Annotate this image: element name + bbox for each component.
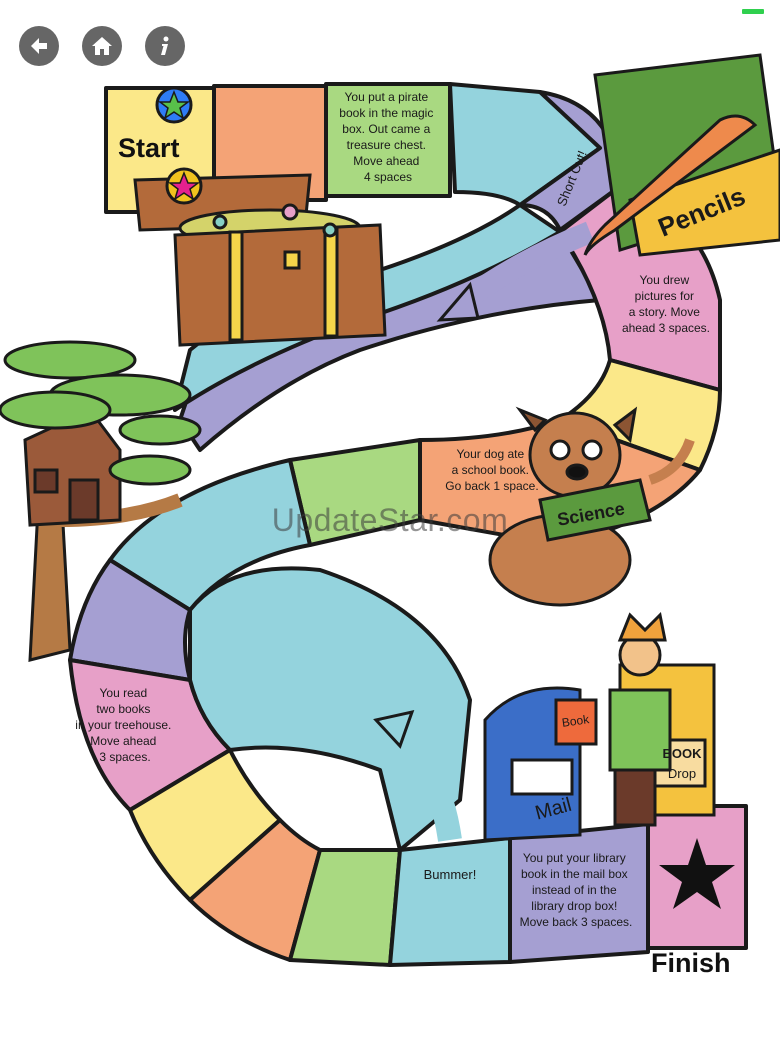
- space-pirate: [324, 82, 452, 198]
- shortcut-arrow-head: [436, 281, 480, 322]
- book-drop-label-2: Drop: [668, 766, 696, 781]
- info-icon: [161, 36, 169, 55]
- dog-illustration: [488, 406, 695, 607]
- shortcut-arrow: [458, 221, 595, 309]
- blue-player-token[interactable]: [155, 86, 193, 124]
- book-label: Book: [561, 712, 591, 730]
- magenta-player-token[interactable]: [165, 167, 203, 205]
- treasure-chest-illustration: [133, 173, 387, 347]
- treehouse-illustration: [0, 340, 202, 662]
- bummer-arrow-head: [373, 709, 415, 749]
- back-button[interactable]: [19, 26, 59, 66]
- back-arrow-icon: [31, 38, 47, 54]
- space-library-text: You put your library book in the mail bo…: [520, 851, 633, 929]
- space-drew-text: You drew pictures for a story. Move ahea…: [622, 273, 710, 335]
- bummer-label: Bummer!: [424, 867, 477, 882]
- space-pirate-text: You put a pirate book in the magic box. …: [339, 90, 436, 184]
- space-bummer: [388, 836, 512, 967]
- finish-star-icon: [659, 838, 735, 909]
- inner-blue-band: [188, 566, 472, 852]
- space-mid-green: [288, 438, 422, 547]
- mailbox-kid-illustration: [483, 611, 716, 842]
- space-library: [508, 822, 650, 964]
- finish-label: Finish: [651, 948, 731, 978]
- battery-indicator: [742, 9, 764, 14]
- pencils-box-illustration: [583, 53, 780, 257]
- space-treehouse-text: You read two books in your treehouse. Mo…: [75, 686, 174, 764]
- bummer-arrow: [391, 725, 462, 842]
- space-dog-text: Your dog ate a school book. Go back 1 sp…: [445, 447, 538, 493]
- info-button[interactable]: [145, 26, 185, 66]
- start-label: Start: [118, 133, 180, 163]
- book-drop-label-1: BOOK: [663, 746, 703, 761]
- home-button[interactable]: [82, 26, 122, 66]
- home-icon: [92, 37, 112, 55]
